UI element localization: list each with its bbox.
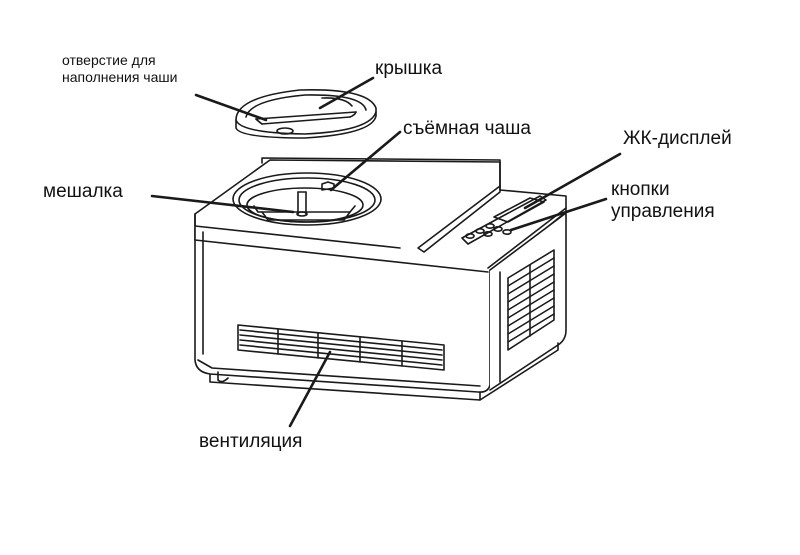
label-control-buttons-line2: управления (611, 201, 715, 223)
label-lcd-display: ЖК-дисплей (623, 128, 732, 150)
bowl-drawing (233, 173, 381, 225)
label-lid: крышка (375, 58, 442, 80)
label-control-buttons: кнопки управления (611, 179, 715, 223)
label-control-buttons-line1: кнопки (611, 179, 715, 201)
lid-drawing (236, 90, 376, 138)
label-removable-bowl: съёмная чаша (403, 118, 531, 140)
label-mixer: мешалка (43, 181, 123, 203)
label-ventilation: вентиляция (199, 431, 302, 453)
label-fill-opening: отверстие для наполнения чаши (62, 52, 202, 86)
